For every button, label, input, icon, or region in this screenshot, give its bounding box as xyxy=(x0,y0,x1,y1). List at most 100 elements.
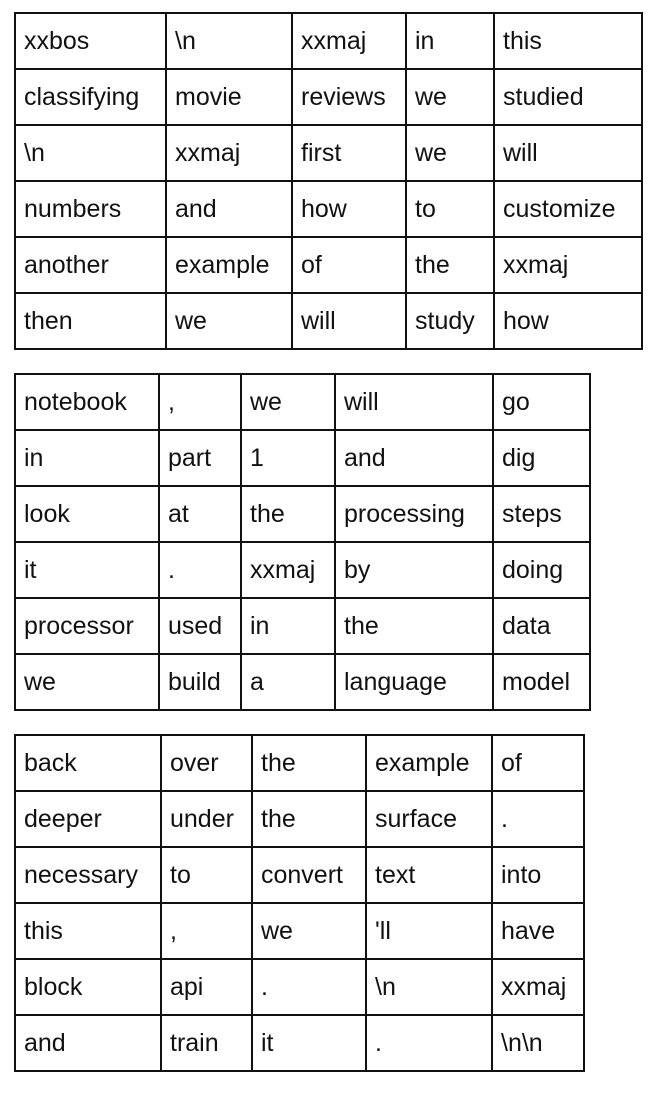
token-cell: example xyxy=(165,236,293,294)
token-cell: xxmaj xyxy=(291,12,407,70)
token-cell: dig xyxy=(492,429,591,487)
token-cell: this xyxy=(493,12,643,70)
token-cell: the xyxy=(334,597,494,655)
token-cell: block xyxy=(14,958,162,1016)
token-cell: necessary xyxy=(14,846,162,904)
token-cell: . xyxy=(365,1014,493,1072)
token-cell: over xyxy=(160,734,253,792)
token-cell: \n xyxy=(365,958,493,1016)
token-cell: of xyxy=(291,236,407,294)
token-cell: and xyxy=(334,429,494,487)
token-cell: under xyxy=(160,790,253,848)
token-cell: example xyxy=(365,734,493,792)
token-cell: we xyxy=(251,902,367,960)
token-cell: deeper xyxy=(14,790,162,848)
token-cell: xxmaj xyxy=(165,124,293,182)
token-cell: xxmaj xyxy=(493,236,643,294)
token-cell: this xyxy=(14,902,162,960)
token-cell: 'll xyxy=(365,902,493,960)
token-cell: \n\n xyxy=(491,1014,585,1072)
token-cell: the xyxy=(405,236,495,294)
token-cell: how xyxy=(291,180,407,238)
token-cell: the xyxy=(251,790,367,848)
token-cell: processing xyxy=(334,485,494,543)
token-cell: we xyxy=(14,653,160,711)
token-cell: text xyxy=(365,846,493,904)
token-cell: part xyxy=(158,429,242,487)
token-cell: . xyxy=(491,790,585,848)
token-cell: will xyxy=(493,124,643,182)
token-cell: doing xyxy=(492,541,591,599)
token-cell: numbers xyxy=(14,180,167,238)
token-cell: movie xyxy=(165,68,293,126)
token-cell: back xyxy=(14,734,162,792)
token-cell: \n xyxy=(165,12,293,70)
token-cell: \n xyxy=(14,124,167,182)
token-cell: the xyxy=(240,485,336,543)
token-cell: at xyxy=(158,485,242,543)
token-cell: we xyxy=(165,292,293,350)
token-cell: xxbos xyxy=(14,12,167,70)
token-cell: build xyxy=(158,653,242,711)
token-cell: convert xyxy=(251,846,367,904)
token-cell: model xyxy=(492,653,591,711)
token-cell: we xyxy=(240,373,336,431)
token-cell: . xyxy=(158,541,242,599)
token-cell: in xyxy=(405,12,495,70)
token-cell: steps xyxy=(492,485,591,543)
token-cell: of xyxy=(491,734,585,792)
token-cell: first xyxy=(291,124,407,182)
token-cell: in xyxy=(14,429,160,487)
token-cell: another xyxy=(14,236,167,294)
token-cell: it xyxy=(14,541,160,599)
token-cell: xxmaj xyxy=(240,541,336,599)
token-cell: we xyxy=(405,124,495,182)
token-cell: by xyxy=(334,541,494,599)
token-cell: reviews xyxy=(291,68,407,126)
token-cell: 1 xyxy=(240,429,336,487)
token-cell: and xyxy=(14,1014,162,1072)
token-cell: classifying xyxy=(14,68,167,126)
token-cell: will xyxy=(334,373,494,431)
token-cell: surface xyxy=(365,790,493,848)
token-cell: customize xyxy=(493,180,643,238)
token-cell: , xyxy=(158,373,242,431)
token-cell: notebook xyxy=(14,373,160,431)
token-cell: have xyxy=(491,902,585,960)
token-cell: xxmaj xyxy=(491,958,585,1016)
token-cell: used xyxy=(158,597,242,655)
token-cell: we xyxy=(405,68,495,126)
token-cell: , xyxy=(160,902,253,960)
token-cell: . xyxy=(251,958,367,1016)
token-cell: language xyxy=(334,653,494,711)
token-cell: train xyxy=(160,1014,253,1072)
token-cell: processor xyxy=(14,597,160,655)
token-cell: api xyxy=(160,958,253,1016)
token-cell: it xyxy=(251,1014,367,1072)
token-cell: study xyxy=(405,292,495,350)
token-cell: a xyxy=(240,653,336,711)
token-cell: the xyxy=(251,734,367,792)
token-cell: to xyxy=(160,846,253,904)
token-cell: how xyxy=(493,292,643,350)
token-cell: into xyxy=(491,846,585,904)
token-cell: data xyxy=(492,597,591,655)
